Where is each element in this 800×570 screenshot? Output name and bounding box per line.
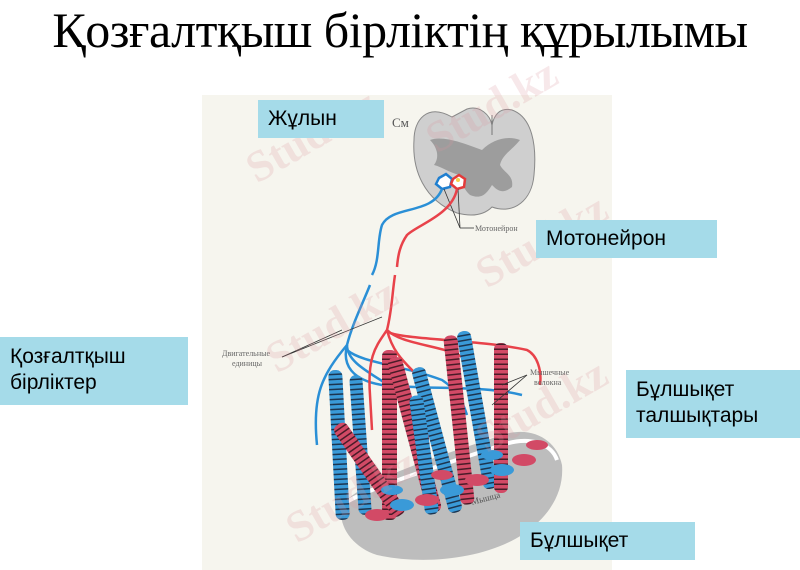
label-muscle-fibers: Бұлшықет талшықтары [626,370,800,438]
label-muscle-fibers-line2: талшықтары [636,404,759,427]
label-motor-units: Қозғалтқыш бірліктер [0,337,188,405]
motoneuron-ru-label: Мотонейрон [475,224,518,233]
motor-units-ru-line2: единицы [232,359,263,368]
figure-panel: Мотонейрон См Двигательные единицы Мышца [202,95,612,570]
cm-label: См [392,115,409,130]
label-muscle-fibers-line1: Бұлшықет [636,378,735,401]
motor-unit-illustration: Мотонейрон См Двигательные единицы Мышца [222,107,570,560]
muscle-fibers-ru-line1: Мышечные [530,368,570,377]
label-motor-units-line1: Қозғалтқыш [10,345,126,368]
label-motor-units-line2: бірліктер [10,371,97,394]
label-muscle: Бұлшықет [520,522,695,560]
motor-units-ru-line1: Двигательные [222,349,270,358]
label-spinal-cord: Жұлын [258,100,384,138]
label-motoneuron: Мотонейрон [536,220,717,258]
muscle-fibers-icon [328,330,548,521]
spinal-cord-cross-section-icon: Мотонейрон См [392,107,536,233]
muscle-fibers-ru-line2: волокна [534,378,562,387]
slide-title: Қозғалтқыш бірліктің құрылымы [52,2,748,58]
